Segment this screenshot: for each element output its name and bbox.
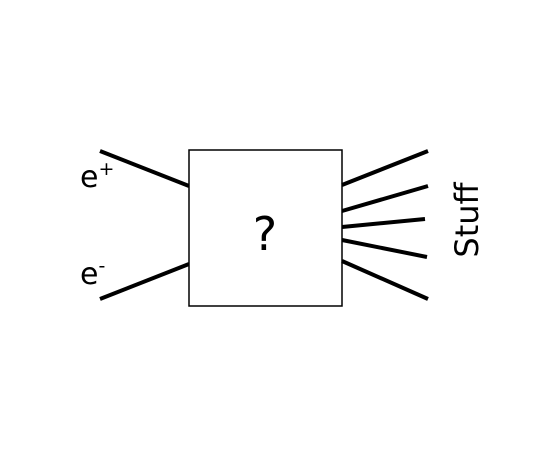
positron-label: e+	[80, 158, 114, 195]
positron-symbol: e	[80, 160, 98, 195]
outgoing-line-5	[341, 259, 429, 301]
outgoing-line-2	[341, 184, 429, 213]
interaction-box	[188, 149, 343, 307]
electron-charge: -	[98, 255, 105, 277]
electron-label: e-	[80, 255, 105, 292]
outgoing-line-3	[341, 217, 426, 229]
stuff-label: Stuff	[448, 181, 486, 257]
box-question-mark: ?	[253, 207, 277, 261]
positron-charge: +	[98, 158, 114, 180]
incoming-electron-line	[99, 262, 190, 301]
electron-symbol: e	[80, 257, 98, 292]
outgoing-line-4	[341, 238, 428, 259]
incoming-positron-line	[99, 149, 190, 188]
outgoing-line-1	[341, 149, 429, 187]
